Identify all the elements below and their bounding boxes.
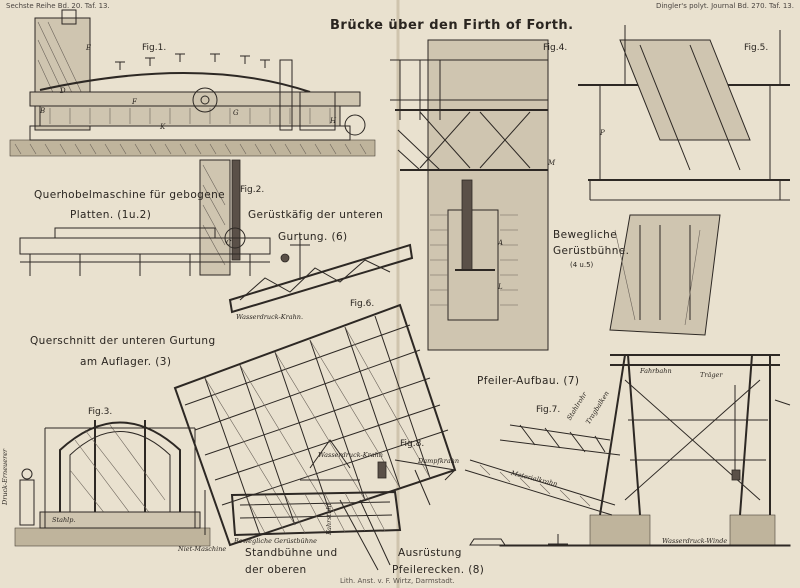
caption-querhobel-2: Platten. (1u.2) — [70, 209, 152, 221]
fig4-mobile-platform — [390, 39, 549, 351]
caption-ausr-2: Pfeilerecken. (8) — [392, 564, 485, 576]
fig1-label: Fig.1. — [142, 43, 167, 53]
letter-f: F — [132, 98, 137, 106]
letter-d: D — [60, 87, 66, 95]
header-right: Dingler's polyt. Journal Bd. 270. Taf. 1… — [655, 2, 794, 10]
letter-a: A — [498, 239, 504, 247]
label-druck-erneuerer: Druck-Erneuerer — [1, 448, 9, 505]
letter-p: P — [600, 129, 605, 137]
caption-stand-2: der oberen — [245, 564, 307, 576]
plate-title: Brücke über den Firth of Forth. — [330, 18, 574, 33]
fig2-label: Fig.2. — [240, 185, 265, 195]
caption-querhobel-1: Querhobelmaschine für gebogene — [34, 189, 226, 201]
caption-geruest-2: Gurtung. (6) — [278, 231, 348, 243]
caption-geruest-1: Gerüstkäfig der unteren — [248, 209, 384, 221]
caption-stand-1: Standbühne und — [245, 547, 338, 559]
imprint: Lith. Anst. v. F. Wirtz, Darmstadt. — [340, 577, 455, 585]
fig3-label: Fig.3. — [88, 407, 113, 417]
letter-m: M — [548, 159, 556, 167]
label-fahrstuhl: Fahrstuhl — [325, 503, 333, 535]
fig3-cross-section — [14, 420, 211, 547]
fig5-label: Fig.5. — [744, 43, 769, 53]
caption-beweg-3: (4 u.5) — [570, 261, 594, 269]
caption-beweg-2: Gerüstbühne. — [553, 245, 630, 257]
fig7-label: Fig.7. — [536, 405, 561, 415]
label-wasserdruck-winde: Wasserdruck-Winde — [662, 537, 728, 545]
label-traeger: Träger — [700, 371, 723, 379]
fig8-label: Fig.8. — [400, 439, 425, 449]
label-dampfkrahn: Dampfkrahn — [418, 457, 460, 465]
caption-beweg-1: Bewegliche — [553, 229, 618, 241]
fig8-standing-platform — [230, 439, 457, 571]
letter-e: E — [86, 44, 92, 52]
letter-h: H — [330, 117, 337, 125]
caption-ausr-1: Ausrüstung — [398, 547, 462, 559]
fig2-planing-plan — [19, 159, 271, 276]
letter-l: L — [498, 283, 503, 291]
label-bewegliche-geruestbuehne: Bewegliche Gerüstbühne — [234, 537, 317, 545]
caption-pfeiler: Pfeiler-Aufbau. (7) — [477, 375, 580, 387]
label-wasserdruck-krahn-b: Wasserdruck-Krahn — [318, 451, 383, 459]
label-fahrbahn: Fahrbahn — [640, 367, 672, 375]
fig5-mobile-platform-front — [578, 25, 790, 336]
label-stahlp: Stahlp. — [52, 516, 76, 524]
fig1-planing-machine — [9, 9, 376, 157]
label-niet-maschine: Niet-Maschine — [178, 545, 227, 553]
label-wasserdruck-krahn: Wasserdruck-Krahn. — [236, 313, 304, 321]
fig4-label: Fig.4. — [543, 43, 568, 53]
letter-b: B — [40, 107, 46, 115]
letter-c: C — [226, 239, 232, 247]
caption-querschnitt-1: Querschnitt der unteren Gurtung — [30, 335, 216, 347]
letter-g: G — [233, 109, 239, 117]
letter-k: K — [160, 123, 166, 131]
fig6-label: Fig.6. — [350, 299, 375, 309]
caption-querschnitt-2: am Auflager. (3) — [80, 356, 172, 368]
fig7-pier-erection — [464, 354, 791, 547]
header-left: Sechste Reihe Bd. 20. Taf. 13. — [6, 2, 110, 10]
